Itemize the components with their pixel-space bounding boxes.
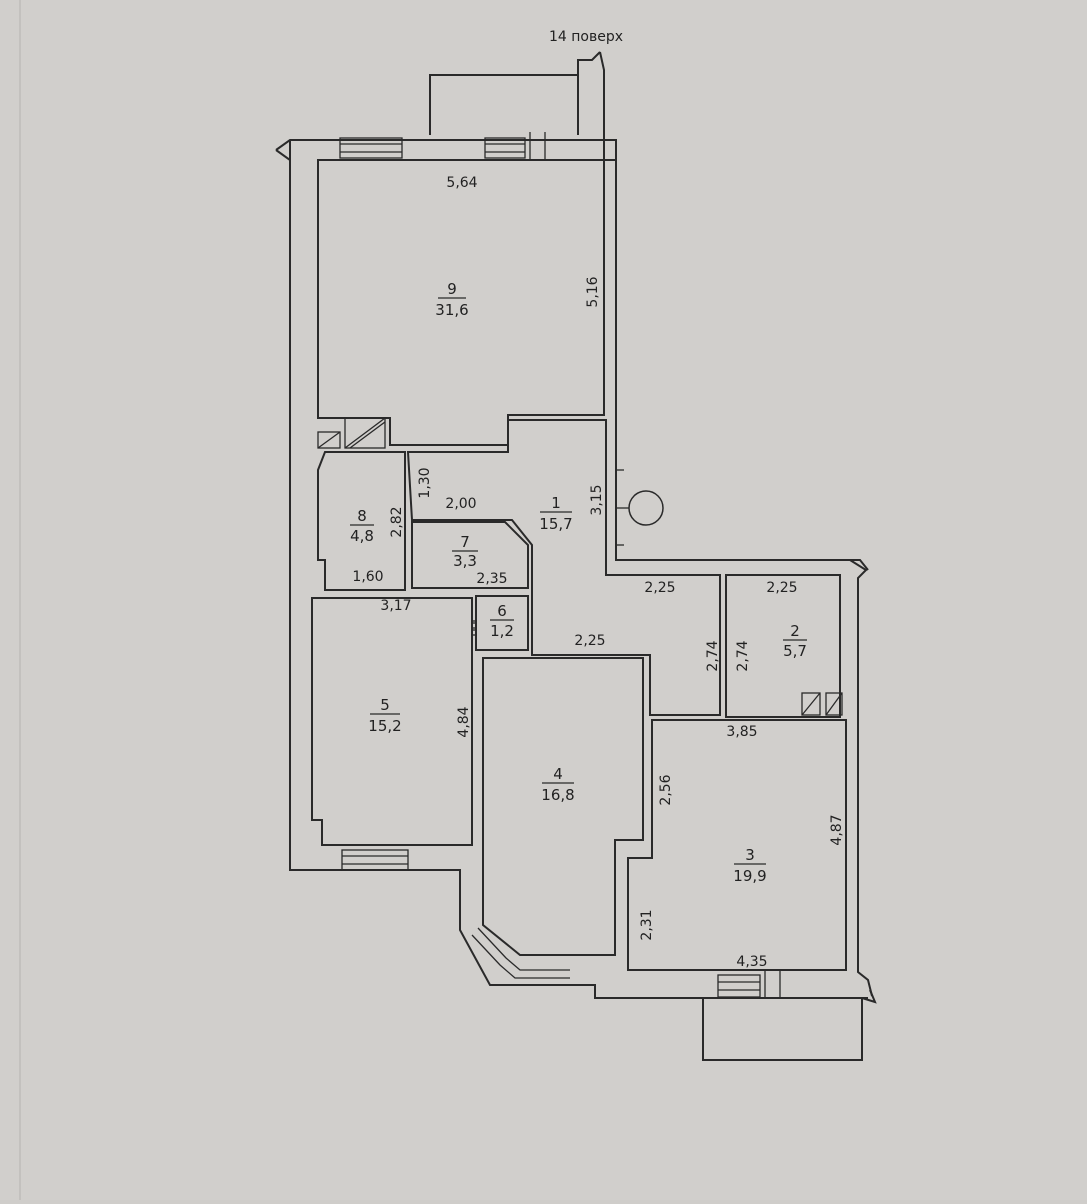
room-label-2: 2 5,7 bbox=[783, 622, 807, 660]
window-room9-right bbox=[484, 132, 546, 160]
window-room9-left bbox=[339, 137, 403, 159]
window-room3 bbox=[717, 970, 781, 998]
svg-text:7: 7 bbox=[460, 533, 470, 551]
svg-text:16,8: 16,8 bbox=[541, 786, 574, 804]
dim-corridor-depth: 3,15 bbox=[589, 484, 605, 515]
svg-text:15,7: 15,7 bbox=[539, 515, 572, 533]
room-label-1: 1 15,7 bbox=[539, 494, 572, 533]
svg-text:5: 5 bbox=[380, 696, 390, 714]
dim-r3-left-upper: 2,56 bbox=[658, 774, 674, 805]
outer-wall bbox=[275, 139, 873, 999]
dim-r8-width: 1,60 bbox=[352, 569, 383, 585]
svg-text:1: 1 bbox=[551, 494, 561, 512]
room-label-8: 8 4,8 bbox=[350, 507, 374, 545]
dim-hall-height: 2,74 bbox=[705, 640, 721, 671]
window-room5 bbox=[341, 849, 409, 871]
svg-text:15,2: 15,2 bbox=[368, 717, 401, 735]
ventilation-shaft-icon bbox=[317, 417, 386, 449]
svg-text:1,2: 1,2 bbox=[490, 622, 514, 640]
room-label-4: 4 16,8 bbox=[541, 765, 574, 804]
window-room4-bay bbox=[471, 927, 570, 979]
riser-circle-icon bbox=[616, 490, 664, 526]
dim-niche-height: 1,30 bbox=[417, 467, 433, 498]
room-label-6: 6 1,2 bbox=[490, 602, 514, 640]
room-4-outline bbox=[482, 657, 644, 956]
dim-r9-depth: 5,16 bbox=[585, 276, 601, 307]
dim-r8-height: 2,82 bbox=[389, 506, 405, 537]
shaft-icon-room2 bbox=[801, 692, 843, 716]
dim-r9-width: 5,64 bbox=[446, 175, 477, 191]
dim-r5-height: 4,84 bbox=[456, 706, 472, 737]
svg-text:19,9: 19,9 bbox=[733, 867, 766, 885]
svg-text:3: 3 bbox=[745, 846, 755, 864]
dim-r2-height: 2,74 bbox=[735, 640, 751, 671]
upper-loggia bbox=[429, 51, 605, 160]
svg-text:4,8: 4,8 bbox=[350, 527, 374, 545]
room-label-7: 7 3,3 bbox=[452, 533, 478, 570]
svg-text:2: 2 bbox=[790, 622, 800, 640]
dim-hall-width: 2,25 bbox=[644, 580, 675, 596]
dim-r7-top: 2,00 bbox=[445, 496, 476, 512]
dim-r5-width: 3,17 bbox=[380, 598, 411, 614]
room-label-5: 5 15,2 bbox=[368, 696, 401, 735]
room-label-3: 3 19,9 bbox=[733, 846, 766, 885]
dim-r3-left-lower: 2,31 bbox=[639, 909, 655, 940]
svg-text:4: 4 bbox=[553, 765, 563, 783]
svg-text:3,3: 3,3 bbox=[453, 552, 477, 570]
dim-r3-bottom: 4,35 bbox=[736, 954, 767, 970]
svg-text:31,6: 31,6 bbox=[435, 301, 468, 319]
room-1-outline bbox=[406, 419, 721, 716]
room-7-outline bbox=[411, 521, 529, 589]
room-5-outline bbox=[311, 597, 473, 846]
room-3-outline bbox=[627, 719, 847, 971]
room-label-9: 9 31,6 bbox=[435, 280, 468, 319]
svg-text:9: 9 bbox=[447, 280, 457, 298]
lower-balcony bbox=[702, 989, 877, 1061]
room-8-outline bbox=[317, 451, 406, 591]
svg-text:5,7: 5,7 bbox=[783, 642, 807, 660]
dim-r4-width: 2,25 bbox=[574, 633, 605, 649]
floor-label: 14 поверх bbox=[549, 29, 623, 45]
room-6-outline bbox=[475, 595, 529, 651]
dim-r2-width: 2,25 bbox=[766, 580, 797, 596]
dim-r7-bottom: 2,35 bbox=[476, 571, 507, 587]
svg-text:8: 8 bbox=[357, 507, 367, 525]
dim-r3-top: 3,85 bbox=[726, 724, 757, 740]
dim-r3-height: 4,87 bbox=[829, 814, 845, 845]
svg-text:6: 6 bbox=[497, 602, 507, 620]
room-2-outline bbox=[725, 574, 841, 718]
